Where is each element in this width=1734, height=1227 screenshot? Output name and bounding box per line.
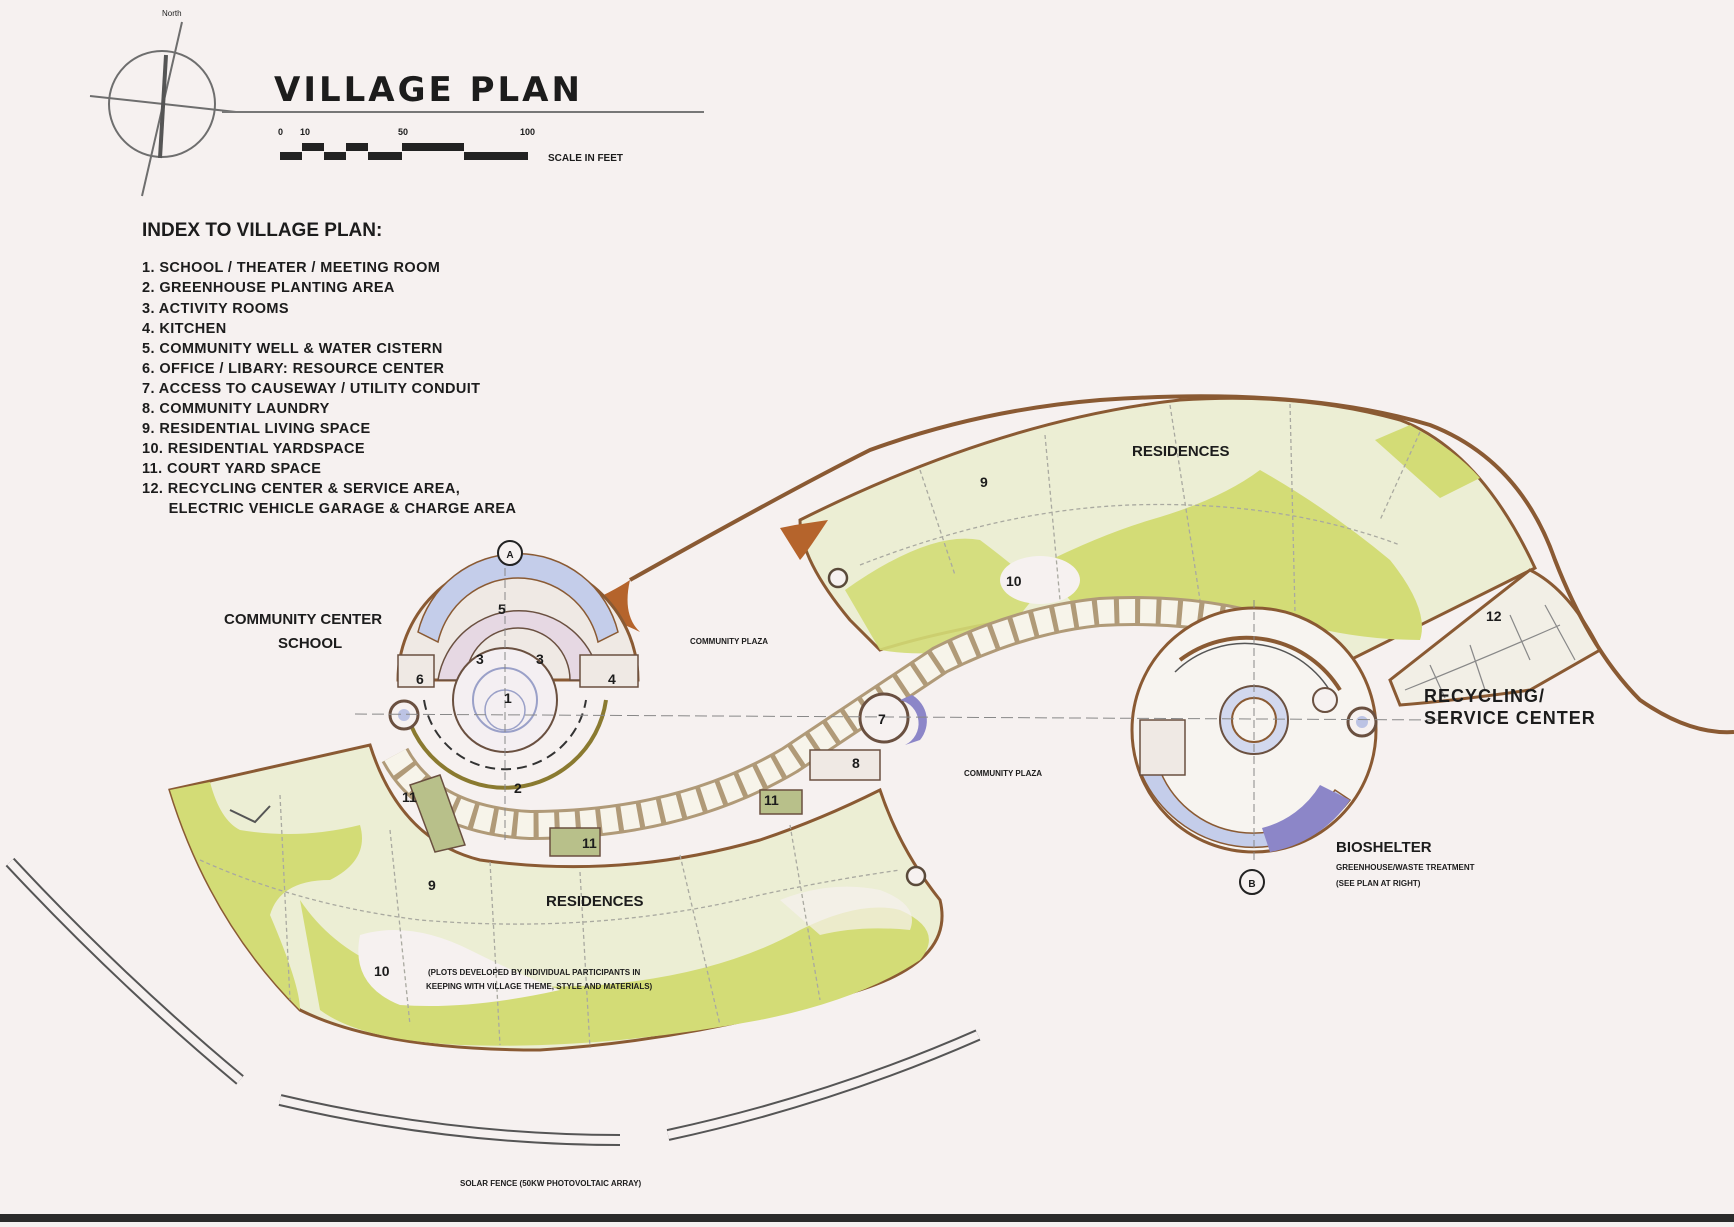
- scale-tick-100: 100: [520, 127, 535, 137]
- index-item-3: 3. ACTIVITY ROOMS: [142, 301, 289, 317]
- outer-boundary: [629, 394, 1734, 735]
- area-number-1: 1: [504, 690, 512, 706]
- index-legend: INDEX TO VILLAGE PLAN: 1. SCHOOL / THEAT…: [142, 220, 516, 517]
- plots-note-2: KEEPING WITH VILLAGE THEME, STYLE AND MA…: [426, 982, 653, 991]
- index-item-12: 12. RECYCLING CENTER & SERVICE AREA,: [142, 481, 460, 497]
- area-number-9-upper: 9: [980, 474, 988, 490]
- index-item-9: 9. RESIDENTIAL LIVING SPACE: [142, 421, 371, 437]
- scale-label: SCALE IN FEET: [548, 153, 623, 164]
- area-number-3b: 3: [536, 651, 544, 667]
- scale-bar: 0 10 50 100 SCALE IN FEET: [278, 127, 623, 164]
- index-item-8: 8. COMMUNITY LAUNDRY: [142, 401, 330, 417]
- page-title: VILLAGE PLAN: [274, 70, 583, 110]
- area-number-3a: 3: [476, 651, 484, 667]
- community-plaza-upper: COMMUNITY PLAZA: [690, 637, 768, 646]
- area-number-7: 7: [878, 711, 886, 727]
- index-item-7: 7. ACCESS TO CAUSEWAY / UTILITY CONDUIT: [142, 381, 480, 397]
- school-label: SCHOOL: [278, 635, 342, 652]
- recycling-wing: [1388, 568, 1602, 707]
- area-number-8: 8: [852, 755, 860, 771]
- index-item-11: 11. COURT YARD SPACE: [142, 461, 321, 477]
- area-number-6: 6: [416, 671, 424, 687]
- residences-lower-label: RESIDENCES: [546, 893, 644, 910]
- main-axis-line: [354, 713, 1441, 721]
- area-number-11-c: 11: [764, 792, 779, 808]
- index-item-10: 10. RESIDENTIAL YARDSPACE: [142, 441, 365, 457]
- plots-note-1: (PLOTS DEVELOPED BY INDIVIDUAL PARTICIPA…: [428, 968, 641, 977]
- index-heading: INDEX TO VILLAGE PLAN:: [142, 220, 382, 241]
- solar-fence: [5, 857, 981, 1146]
- bioshelter-building: [1130, 600, 1378, 860]
- area-number-2: 2: [514, 780, 522, 796]
- area-number-11-a: 11: [402, 789, 417, 805]
- bioshelter-label: BIOSHELTER: [1336, 839, 1432, 856]
- lower-residence-band: [168, 743, 944, 1052]
- index-item-5: 5. COMMUNITY WELL & WATER CISTERN: [142, 341, 443, 357]
- recycling-label-1: RECYCLING/: [1424, 686, 1545, 706]
- section-marker-b-label: B: [1248, 879, 1255, 890]
- area-number-10-lower: 10: [374, 963, 390, 979]
- community-center-label: COMMUNITY CENTER: [224, 611, 382, 628]
- area-number-12: 12: [1486, 608, 1502, 624]
- area-number-10-upper: 10: [1006, 573, 1022, 589]
- causeway-access-node: [759, 692, 927, 815]
- index-item-12-cont: ELECTRIC VEHICLE GARAGE & CHARGE AREA: [142, 501, 516, 517]
- area-number-11-b: 11: [582, 835, 597, 851]
- recycling-label-2: SERVICE CENTER: [1424, 708, 1596, 728]
- solar-fence-label: SOLAR FENCE (50KW PHOTOVOLTAIC ARRAY): [460, 1179, 642, 1188]
- index-item-2: 2. GREENHOUSE PLANTING AREA: [142, 280, 395, 296]
- section-marker-a-label: A: [506, 550, 513, 561]
- index-item-4: 4. KITCHEN: [142, 321, 227, 337]
- section-marker-a: A: [497, 540, 523, 566]
- residences-upper-label: RESIDENCES: [1132, 443, 1230, 460]
- bottom-border: [0, 1214, 1734, 1222]
- north-label: North: [162, 9, 182, 18]
- scale-tick-10: 10: [300, 127, 310, 137]
- bioshelter-desc-1: GREENHOUSE/WASTE TREATMENT: [1336, 863, 1475, 872]
- index-item-6: 6. OFFICE / LIBARY: RESOURCE CENTER: [142, 361, 445, 377]
- north-arrow: North: [89, 9, 237, 197]
- scale-tick-0: 0: [278, 127, 283, 137]
- section-marker-b: B: [1239, 869, 1265, 895]
- area-number-9-lower: 9: [428, 877, 436, 893]
- area-number-5: 5: [498, 601, 506, 617]
- community-center-building: [388, 553, 640, 857]
- community-plaza-lower: COMMUNITY PLAZA: [964, 769, 1042, 778]
- bioshelter-desc-2: (SEE PLAN AT RIGHT): [1336, 879, 1421, 888]
- area-numbers: 1 2 3 3 4 5 6 7 8 9 9 10 10 11 11 11 12: [374, 474, 1502, 979]
- boundary-wedge-upper: [780, 520, 828, 560]
- area-number-4: 4: [608, 671, 616, 687]
- index-item-1: 1. SCHOOL / THEATER / MEETING ROOM: [142, 260, 440, 276]
- scale-tick-50: 50: [398, 127, 408, 137]
